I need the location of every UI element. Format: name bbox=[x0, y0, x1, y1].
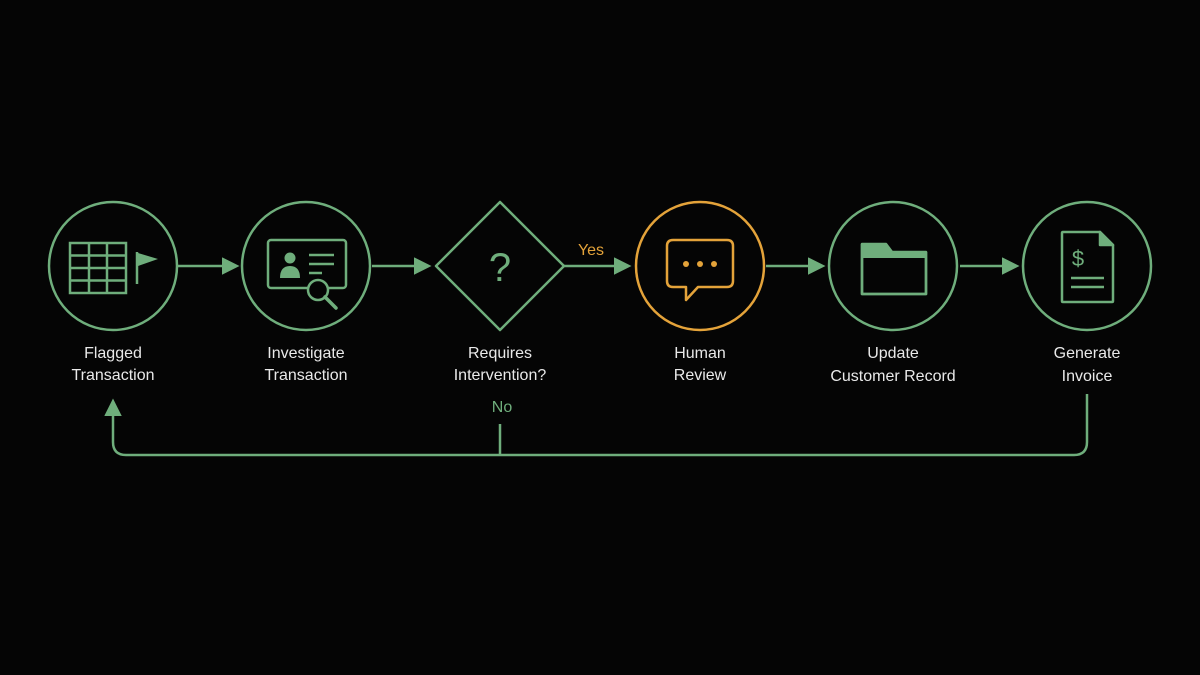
chat-bubble-icon bbox=[665, 238, 735, 302]
node-circle bbox=[827, 200, 959, 332]
node-label-line1: Flagged bbox=[84, 345, 142, 362]
question-mark-icon: ? bbox=[489, 246, 511, 290]
node-generate-invoice: $ Generate Invoice bbox=[1021, 200, 1153, 385]
node-label-line2: Customer Record bbox=[830, 368, 955, 385]
node-update-customer-record: Update Customer Record bbox=[827, 200, 959, 385]
node-requires-intervention: ? Requires Intervention? bbox=[434, 200, 566, 384]
node-label-line1: Investigate bbox=[267, 345, 344, 362]
node-label-line2: Intervention? bbox=[454, 367, 547, 384]
edge-loop-back bbox=[104, 394, 1089, 457]
connectors bbox=[104, 257, 1089, 457]
node-label-line1: Requires bbox=[468, 345, 532, 362]
node-label-line1: Update bbox=[867, 345, 919, 362]
node-label-line1: Human bbox=[674, 345, 726, 362]
node-label-line2: Transaction bbox=[265, 367, 348, 384]
node-human-review: Human Review bbox=[634, 200, 766, 384]
node-investigate-transaction: Investigate Transaction bbox=[240, 200, 372, 384]
node-circle bbox=[240, 200, 372, 332]
node-circle bbox=[634, 200, 766, 332]
node-label-line2: Invoice bbox=[1062, 368, 1113, 385]
id-card-search-icon bbox=[266, 238, 348, 310]
node-flagged-transaction: Flagged Transaction bbox=[47, 200, 179, 384]
node-circle bbox=[47, 200, 179, 332]
invoice-dollar-icon bbox=[1060, 230, 1115, 304]
decision-diamond bbox=[434, 200, 566, 332]
node-label-line2: Review bbox=[674, 367, 727, 384]
edge-label-no: No bbox=[492, 399, 513, 416]
folder-icon bbox=[860, 242, 928, 296]
node-label-line2: Transaction bbox=[72, 367, 155, 384]
node-label-line1: Generate bbox=[1054, 345, 1121, 362]
dollar-sign-icon: $ bbox=[1072, 246, 1084, 271]
edge-label-yes: Yes bbox=[578, 242, 604, 259]
node-circle bbox=[1021, 200, 1153, 332]
table-flag-icon bbox=[68, 241, 158, 295]
